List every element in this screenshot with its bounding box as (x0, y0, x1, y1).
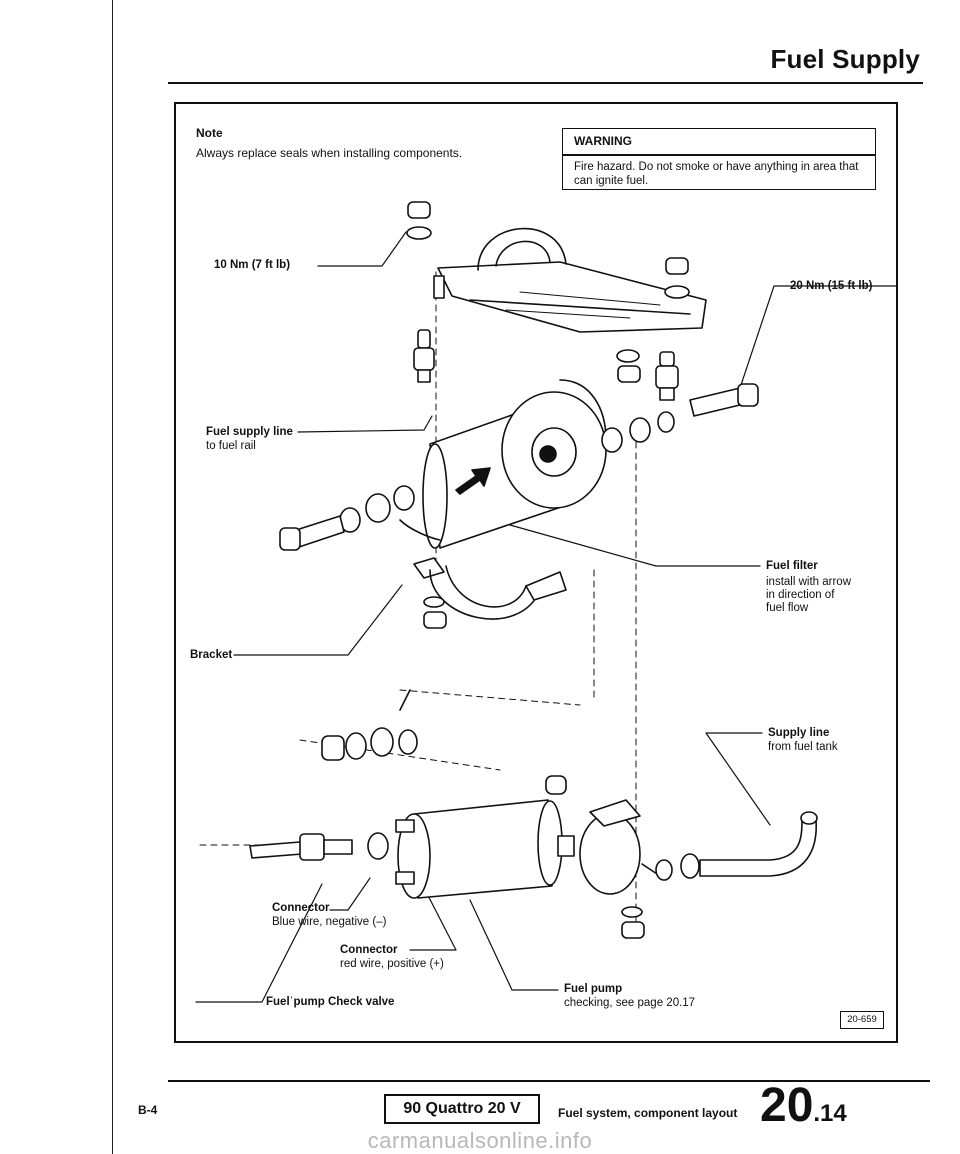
fuel-pump (395, 799, 575, 899)
bracket-label: Bracket (190, 649, 233, 661)
fuel-supply-line-label: Fuel supply line (206, 426, 293, 438)
binder-rule (112, 0, 113, 1154)
fuel-filter (422, 379, 607, 549)
watermark: carmanualsonline.info (367, 1128, 593, 1153)
page-code: B-4 (138, 1103, 158, 1117)
fuel-supply-line-sub: to fuel rail (206, 440, 256, 452)
filter-outlet-fittings (601, 383, 759, 453)
upper-fasteners (406, 201, 690, 401)
connector-positive-label: Connector (340, 944, 398, 956)
note-text: Always replace seals when installing com… (196, 146, 463, 160)
check-valve-assembly (249, 689, 418, 861)
torque-label-10nm: 10 Nm (7 ft lb) (214, 259, 291, 271)
torque-label-20nm: 20 Nm (15 ft lb) (790, 280, 873, 292)
note-title: Note (196, 126, 223, 140)
check-valve-label: Fuelˈpump Check valve (266, 996, 395, 1008)
warning-title: WARNING (574, 134, 632, 148)
footer-caption: Fuel system, component layout (558, 1106, 738, 1120)
supply-line-sub: from fuel tank (768, 741, 838, 753)
fuel-pump-clamp (545, 775, 667, 939)
filter-inlet-fittings (279, 485, 441, 551)
filter-bracket-clamp (413, 557, 567, 629)
section-number: 20.14 (760, 1080, 847, 1140)
footer-rule (168, 1080, 930, 1082)
connector-positive-sub: red wire, positive (+) (340, 958, 444, 970)
header-rule (168, 82, 923, 84)
section-number-minor: .14 (813, 1100, 847, 1127)
warning-box (562, 128, 876, 190)
model-badge: 90 Quattro 20 V (384, 1094, 540, 1124)
supply-hose (655, 811, 818, 881)
figure-reference: 20-659 (840, 1011, 884, 1029)
supply-line-label: Supply line (768, 727, 830, 739)
warning-text: Fire hazard. Do not smoke or have anythi… (574, 161, 859, 187)
fuel-filter-sub-2: in direction of (766, 589, 835, 601)
connector-negative-sub: Blue wire, negative (–) (272, 916, 387, 928)
fuel-filter-sub-1: install with arrow (766, 576, 851, 588)
warning-divider (562, 154, 876, 156)
leader-lines (195, 231, 897, 1003)
upper-mount-bracket (437, 227, 707, 333)
fuel-filter-label: Fuel filter (766, 560, 818, 572)
fuel-pump-sub: checking, see page 20.17 (564, 997, 696, 1009)
section-number-major: 20 (760, 1079, 814, 1132)
fuel-filter-sub-3: fuel flow (766, 602, 809, 614)
diagram-frame (174, 102, 898, 1043)
connector-negative-label: Connector (272, 902, 330, 914)
page-title: Fuel Supply (770, 44, 920, 74)
fuel-pump-label: Fuel pump (564, 983, 623, 995)
